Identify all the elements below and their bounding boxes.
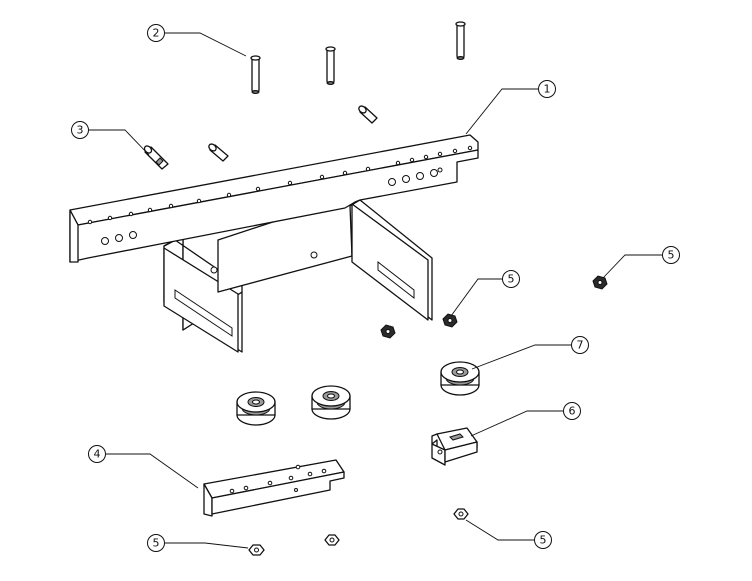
callout-6: 6 [563,402,581,420]
callout-5-right-label: 5 [668,249,675,262]
short-pin-right [358,105,378,124]
wheel-right [440,361,480,396]
wheel-left [236,391,276,426]
callout-6-label: 6 [569,405,576,418]
callout-5-bottom-left-label: 5 [153,537,160,550]
callout-5-bottom-right: 5 [534,531,552,549]
nut-bottom-right [453,508,469,520]
callout-5-right: 5 [662,246,680,264]
nut-right [592,275,608,290]
callout-2-label: 2 [153,27,160,40]
nut-bottom-left [248,544,265,556]
pin-left [250,55,261,94]
nut-bottom-center [324,534,340,546]
pin-middle [325,46,336,85]
wheel-center [311,385,351,420]
short-pin-center [208,143,229,162]
callout-2: 2 [147,24,165,42]
callout-4: 4 [88,445,106,463]
callout-7-label: 7 [577,339,584,352]
pin-right [455,21,466,60]
frame-bracket [69,134,479,353]
callout-5-bottom-right-label: 5 [540,534,547,547]
lower-plate [203,459,345,517]
callout-4-label: 4 [94,448,101,461]
callout-5-center-label: 5 [508,273,515,286]
nut-center [442,313,458,328]
short-pin-left [143,145,169,170]
callout-5-bottom-left: 5 [147,534,165,552]
callout-7: 7 [571,336,589,354]
callout-5-center: 5 [502,270,520,288]
callout-1: 1 [538,80,556,98]
callout-1-label: 1 [544,83,551,96]
frame-top-holes [87,145,473,225]
callout-3-label: 3 [77,124,84,137]
small-bracket [431,427,478,466]
leader-lines [89,32,662,549]
nut-mid-left [380,324,396,339]
callout-3: 3 [71,121,89,139]
